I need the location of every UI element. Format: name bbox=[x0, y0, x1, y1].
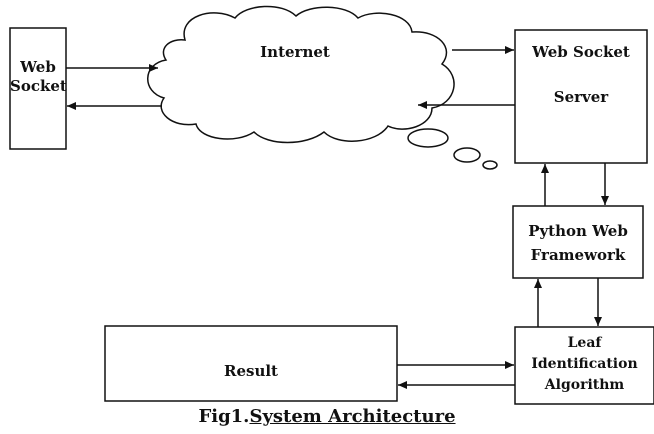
websocket-server-label-line2: Server bbox=[553, 88, 609, 106]
internet-cloud bbox=[147, 5, 455, 144]
thought-bubble-medium bbox=[453, 147, 481, 163]
leaf-algorithm-box bbox=[514, 326, 654, 405]
figure-caption-prefix: Fig1. bbox=[198, 406, 250, 427]
leaf-algorithm-label-line2: Identification bbox=[531, 356, 638, 372]
leaf-algorithm-label: Leaf Identification Algorithm bbox=[515, 333, 654, 396]
python-framework-box bbox=[512, 205, 644, 279]
websocket-client-box bbox=[9, 27, 67, 150]
figure-caption-title: System Architecture bbox=[249, 406, 456, 427]
python-framework-label: Python Web Framework bbox=[513, 219, 643, 267]
websocket-server-box bbox=[514, 29, 648, 164]
websocket-server-label-line1: Web Socket bbox=[532, 43, 630, 61]
python-framework-label-line1: Python Web bbox=[528, 222, 628, 240]
python-framework-label-line2: Framework bbox=[530, 246, 626, 264]
result-box bbox=[104, 325, 398, 402]
result-label: Result bbox=[224, 362, 278, 380]
websocket-client-label-line1: Web bbox=[20, 58, 56, 76]
thought-bubble-small bbox=[482, 160, 498, 170]
internet-label: Internet bbox=[260, 43, 330, 61]
thought-bubble-large bbox=[407, 128, 449, 148]
websocket-client-label-line2: Socket bbox=[10, 77, 67, 95]
websocket-client-label: Web Socket bbox=[10, 58, 67, 96]
leaf-algorithm-label-line1: Leaf bbox=[567, 335, 602, 351]
leaf-algorithm-label-line3: Algorithm bbox=[544, 377, 625, 393]
figure-caption: Fig1.System Architecture bbox=[0, 405, 654, 429]
